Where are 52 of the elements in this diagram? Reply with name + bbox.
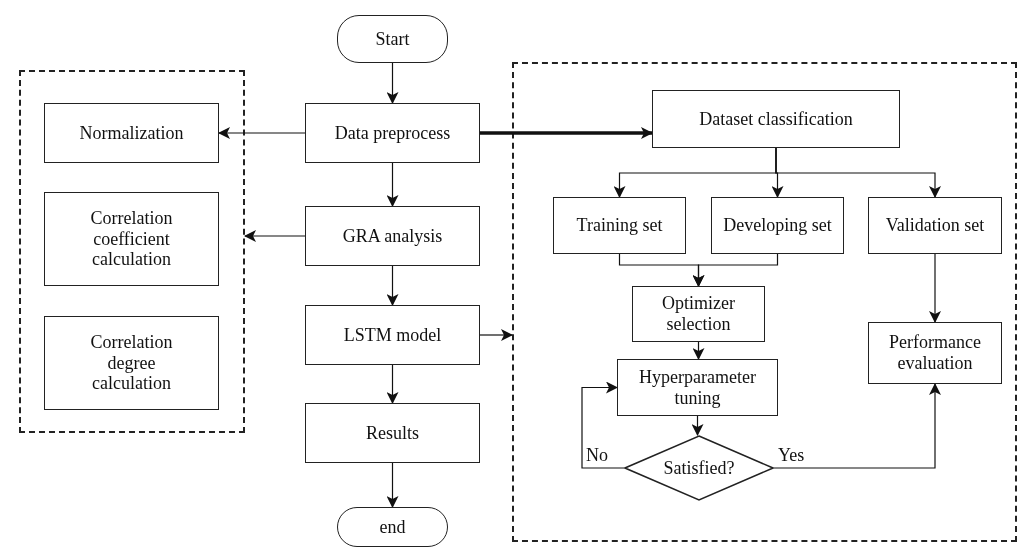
process-box [305, 206, 480, 266]
decision-diamond [624, 435, 774, 501]
node-text: LSTM model [343, 324, 442, 346]
node-text: Validation set [884, 215, 986, 236]
process-box [305, 403, 480, 463]
arrow [929, 253, 941, 323]
process-box [305, 305, 480, 365]
dashed-group-box [512, 62, 1017, 542]
process-box [868, 197, 1002, 254]
arrow [479, 329, 513, 341]
arrow [691, 415, 704, 436]
terminal-box [337, 15, 448, 63]
node-text: Normalization [79, 122, 184, 144]
node-text: Results [366, 422, 419, 444]
node-text: GRA analysis [342, 225, 443, 247]
arrow [581, 381, 625, 469]
process-box [305, 103, 480, 163]
arrow [775, 147, 941, 198]
arrow [386, 62, 399, 104]
node-text: Satisfied? [663, 457, 735, 479]
node-text: Data preprocess [334, 122, 451, 144]
arrow [386, 462, 399, 508]
node-text: Start [375, 28, 410, 50]
process-box [44, 192, 219, 286]
node-text: Correlation degree calculation [89, 331, 174, 395]
arrow [692, 253, 779, 287]
process-box [868, 322, 1002, 384]
node-text: Training set [575, 215, 664, 236]
process-box [617, 359, 778, 416]
process-box [632, 286, 765, 342]
arrow [386, 265, 399, 306]
node-text: Hyperparameter tuning [638, 366, 757, 409]
arrow [773, 383, 941, 469]
arrow [692, 341, 705, 360]
arrow [386, 364, 399, 404]
node-text: Correlation coefficient calculation [89, 207, 174, 271]
arrow [218, 127, 306, 139]
node-text: Developing set [722, 215, 833, 236]
process-box [553, 197, 686, 254]
node-text: Optimizer selection [661, 293, 736, 335]
node-text: Dataset classification [699, 108, 853, 130]
dashed-group-box [19, 70, 245, 433]
process-box [711, 197, 844, 254]
node-text: Performance evaluation [888, 332, 982, 374]
arrow [244, 230, 306, 242]
node-text: end [379, 516, 406, 538]
arrow [386, 162, 399, 207]
terminal-box [337, 507, 448, 547]
process-box [652, 90, 900, 148]
process-box [44, 316, 219, 410]
arrow [480, 127, 653, 139]
process-box [44, 103, 219, 163]
